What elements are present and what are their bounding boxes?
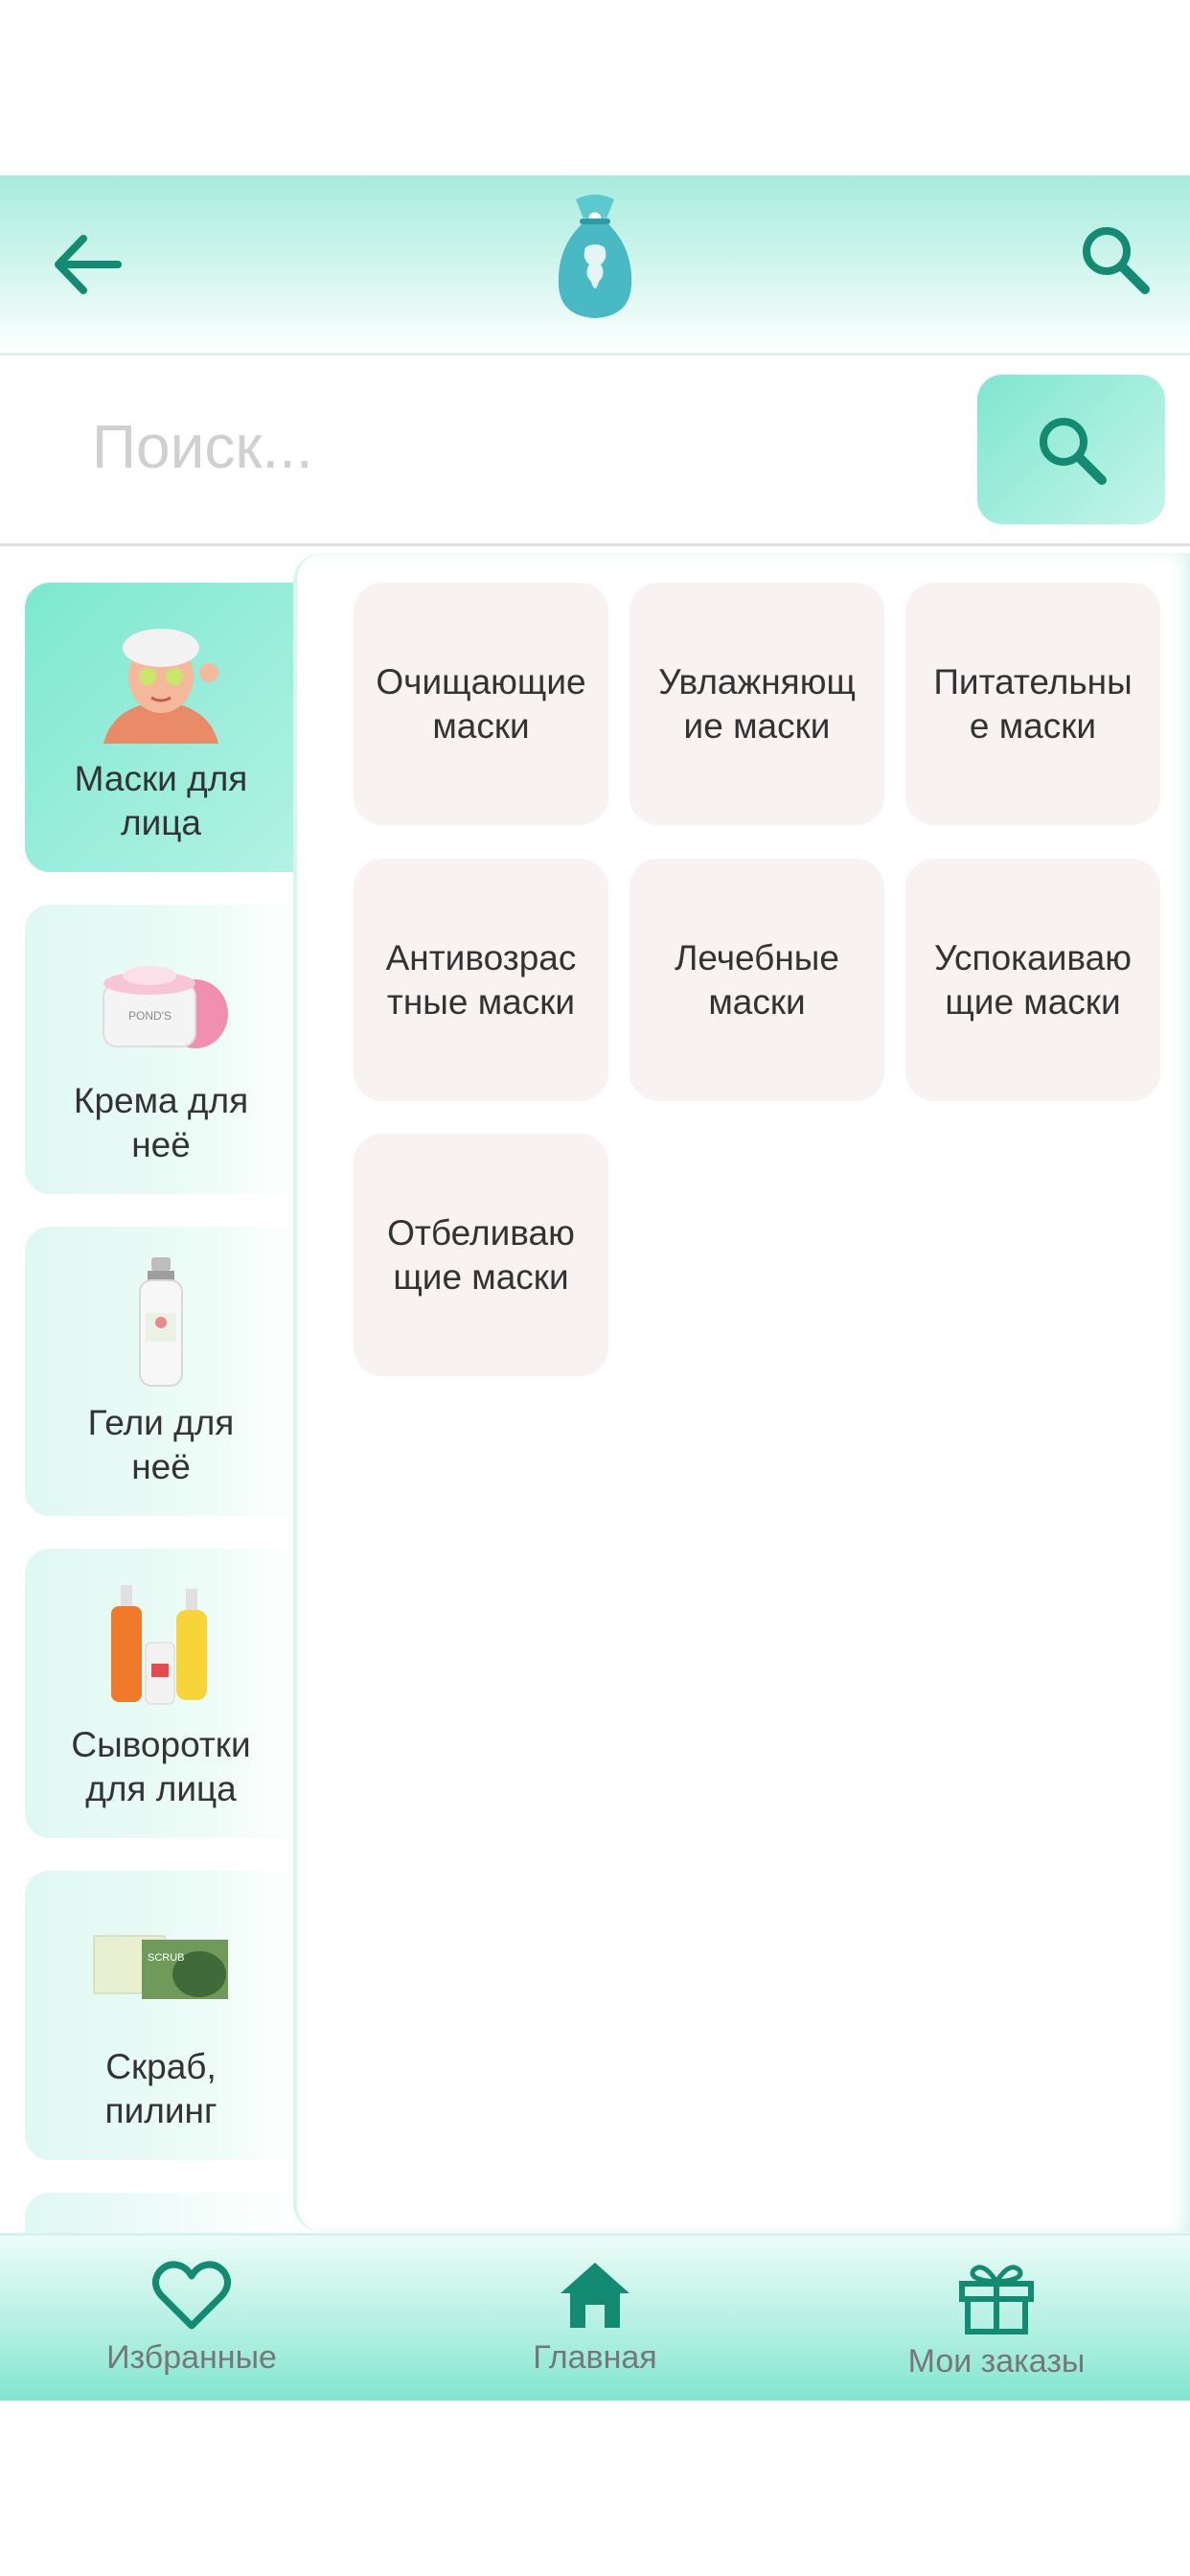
home-icon bbox=[561, 2263, 629, 2328]
face-mask-photo bbox=[103, 629, 218, 744]
arrow-left-icon bbox=[55, 235, 122, 294]
search-bar bbox=[0, 356, 1190, 546]
subcategory-label: Отбеливаю щие маски bbox=[387, 1212, 575, 1297]
category-item-partial[interactable] bbox=[25, 2193, 297, 2233]
subcategory-label: Питательны е маски bbox=[933, 661, 1133, 746]
svg-text:POND'S: POND'S bbox=[128, 1009, 172, 1023]
subcategory-tile[interactable]: Успокаиваю щие маски bbox=[905, 859, 1160, 1101]
search-icon bbox=[1040, 418, 1107, 485]
category-label: Маски для лица bbox=[74, 759, 248, 842]
subcategory-label: Очищающие маски bbox=[376, 661, 586, 746]
category-item-gels[interactable]: Гели для неё bbox=[25, 1227, 297, 1516]
top-app-bar bbox=[0, 175, 1190, 356]
nav-favorites[interactable]: Избранные bbox=[67, 2236, 316, 2401]
category-item-creams[interactable]: POND'S Крема для неё bbox=[25, 905, 297, 1194]
svg-text:SCRUB: SCRUB bbox=[148, 1952, 185, 1964]
category-label: Гели для неё bbox=[87, 1403, 235, 1486]
search-input[interactable] bbox=[57, 394, 989, 499]
category-label: Сыворотки для лица bbox=[71, 1725, 251, 1808]
subcategory-panel bbox=[293, 553, 1190, 2232]
category-sidebar[interactable]: Маски для лица POND'S Крема для неё Гели… bbox=[0, 546, 297, 2233]
gift-pouch-logo bbox=[547, 190, 643, 324]
subcategory-label: Лечебные маски bbox=[675, 937, 839, 1022]
nav-label: Главная bbox=[533, 2339, 657, 2376]
category-item-serums[interactable]: Сыворотки для лица bbox=[25, 1549, 297, 1838]
subcategory-tile[interactable]: Очищающие маски bbox=[354, 583, 608, 825]
subcategory-tile[interactable]: Питательны е маски bbox=[905, 583, 1160, 825]
bottom-navigation: Избранные Главная Мои заказы bbox=[0, 2233, 1190, 2401]
subcategory-tile[interactable]: Отбеливаю щие маски bbox=[354, 1134, 608, 1376]
category-item-scrubs[interactable]: SCRUB Скраб, пилинг bbox=[25, 1871, 297, 2160]
gel-bottle-photo bbox=[139, 1257, 183, 1387]
search-icon bbox=[1083, 227, 1150, 294]
category-label: Крема для неё bbox=[73, 1081, 249, 1164]
cream-jar-photo: POND'S bbox=[103, 966, 228, 1048]
scrub-box-photo: SCRUB bbox=[93, 1935, 228, 1999]
subcategory-label: Антивозрас тные маски bbox=[385, 937, 577, 1022]
category-item-face-masks[interactable]: Маски для лица bbox=[25, 583, 297, 872]
nav-home[interactable]: Главная bbox=[470, 2236, 720, 2401]
subcategory-label: Увлажняющ ие маски bbox=[658, 661, 856, 746]
nav-label: Избранные bbox=[106, 2339, 277, 2376]
back-button[interactable] bbox=[43, 221, 129, 308]
subcategory-tile[interactable]: Антивозрас тные маски bbox=[354, 859, 608, 1101]
serum-bottles-photo bbox=[111, 1585, 207, 1705]
heart-icon bbox=[152, 2261, 231, 2330]
nav-my-orders[interactable]: Мои заказы bbox=[872, 2236, 1121, 2401]
category-label: Скраб, пилинг bbox=[104, 2047, 217, 2130]
search-button[interactable] bbox=[977, 375, 1165, 524]
subcategory-label: Успокаиваю щие маски bbox=[934, 937, 1132, 1022]
nav-label: Мои заказы bbox=[907, 2343, 1086, 2380]
subcategory-tile[interactable]: Лечебные маски bbox=[629, 859, 884, 1101]
header-search-button[interactable] bbox=[1071, 216, 1157, 302]
gift-icon bbox=[959, 2265, 1034, 2334]
subcategory-tile[interactable]: Увлажняющ ие маски bbox=[629, 583, 884, 825]
